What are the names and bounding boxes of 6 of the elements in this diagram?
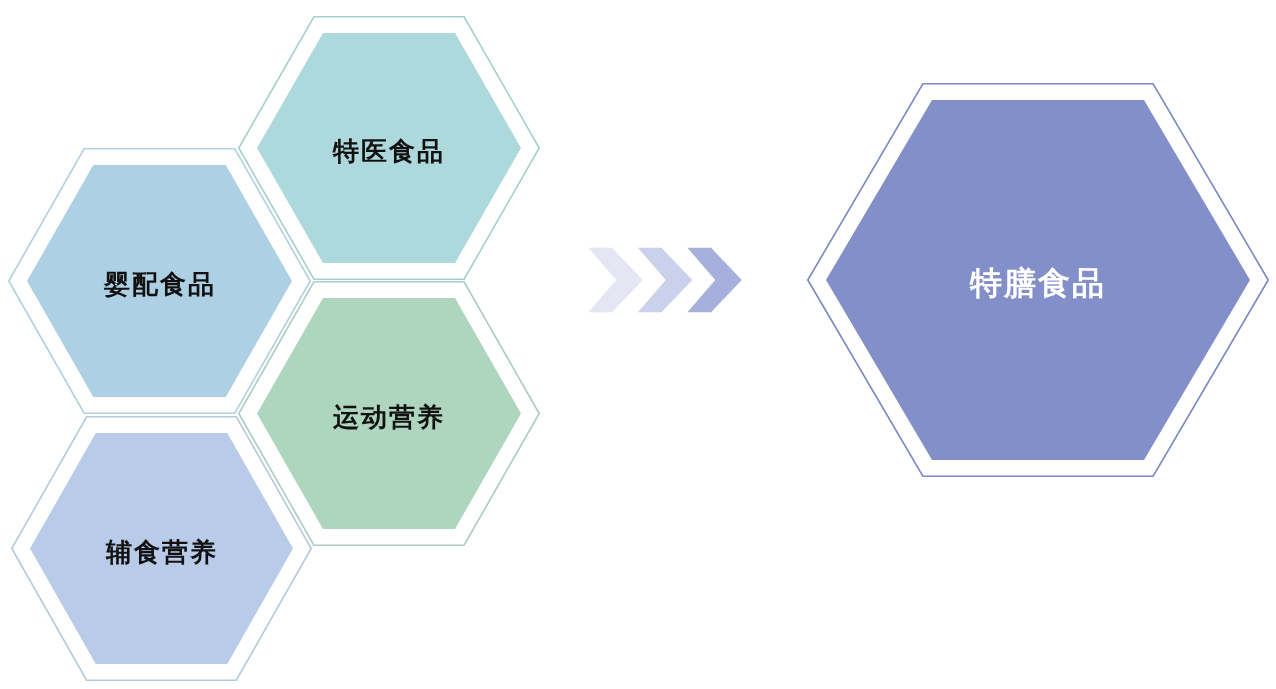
hexagon: 特医食品 (238, 16, 540, 280)
hexagon: 辅食营养 (11, 416, 312, 681)
hexagon: 运动营养 (238, 281, 540, 546)
chevron-arrow (588, 247, 742, 313)
hexagon: 婴配食品 (8, 148, 311, 414)
hexagon: 特膳食品 (807, 83, 1269, 477)
